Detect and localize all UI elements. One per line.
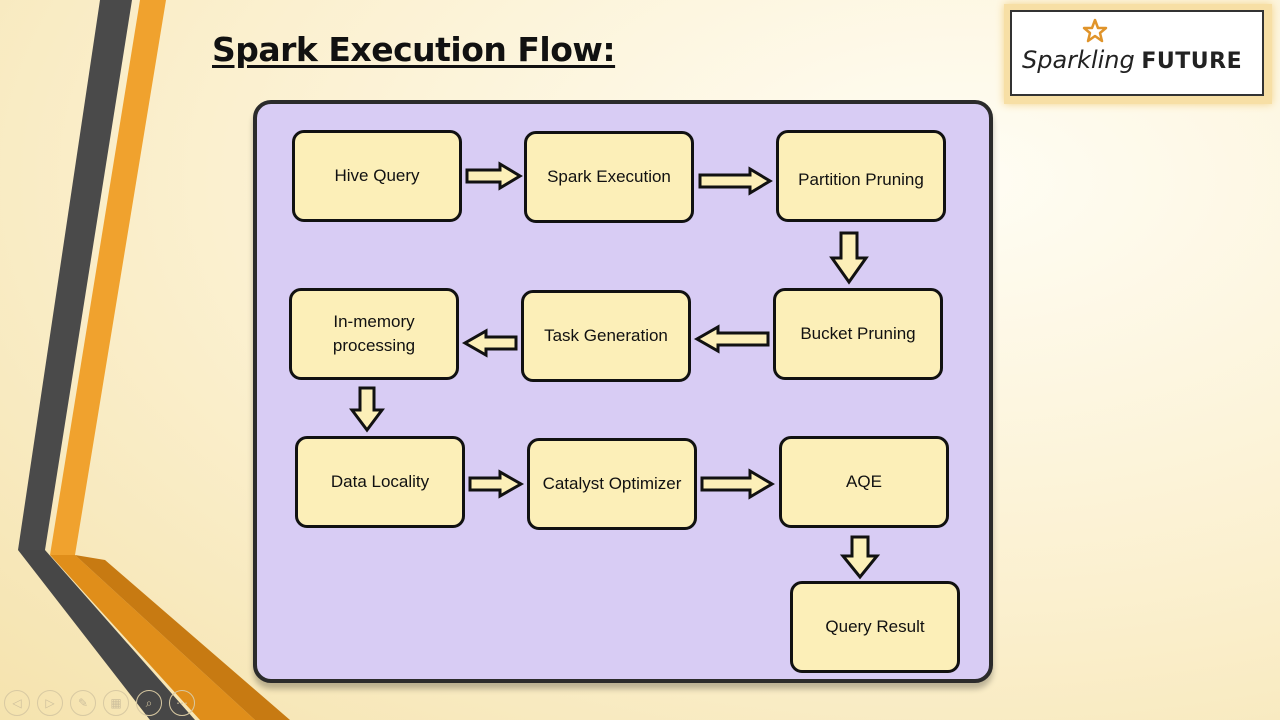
arrow-down-icon <box>829 231 869 285</box>
previous-slide-button[interactable]: ◁ <box>4 690 30 716</box>
arrow-right-icon <box>465 161 523 191</box>
node-task-generation: Task Generation <box>521 290 691 382</box>
node-query-result: Query Result <box>790 581 960 673</box>
node-partition-pruning: Partition Pruning <box>776 130 946 222</box>
slide-title: Spark Execution Flow: <box>212 30 616 69</box>
next-slide-button[interactable]: ▷ <box>37 690 63 716</box>
star-icon <box>1082 18 1108 43</box>
node-data-locality: Data Locality <box>295 436 465 528</box>
logo: Sparkling FUTURE <box>1004 4 1272 104</box>
node-bucket-pruning: Bucket Pruning <box>773 288 943 380</box>
slideshow-controls: ◁ ▷ ✎ ▦ ⌕ ⋯ <box>4 690 195 716</box>
node-catalyst-optimizer: Catalyst Optimizer <box>527 438 697 530</box>
arrow-right-icon <box>700 468 775 500</box>
logo-text-future: FUTURE <box>1141 49 1243 74</box>
pen-tool-button[interactable]: ✎ <box>70 690 96 716</box>
arrow-left-icon <box>461 328 518 358</box>
arrow-left-icon <box>693 324 770 354</box>
zoom-button[interactable]: ⌕ <box>136 690 162 716</box>
node-in-memory-processing: In-memory processing <box>289 288 459 380</box>
node-aqe: AQE <box>779 436 949 528</box>
more-options-button[interactable]: ⋯ <box>169 690 195 716</box>
node-spark-execution: Spark Execution <box>524 131 694 223</box>
see-all-slides-button[interactable]: ▦ <box>103 690 129 716</box>
arrow-right-icon <box>468 469 525 499</box>
node-hive-query: Hive Query <box>292 130 462 222</box>
arrow-down-icon <box>349 386 385 433</box>
logo-text-ling: ling <box>1090 46 1135 74</box>
logo-text-spark: Spark <box>1022 46 1091 74</box>
arrow-down-icon <box>839 535 881 580</box>
arrow-right-icon <box>698 166 773 196</box>
